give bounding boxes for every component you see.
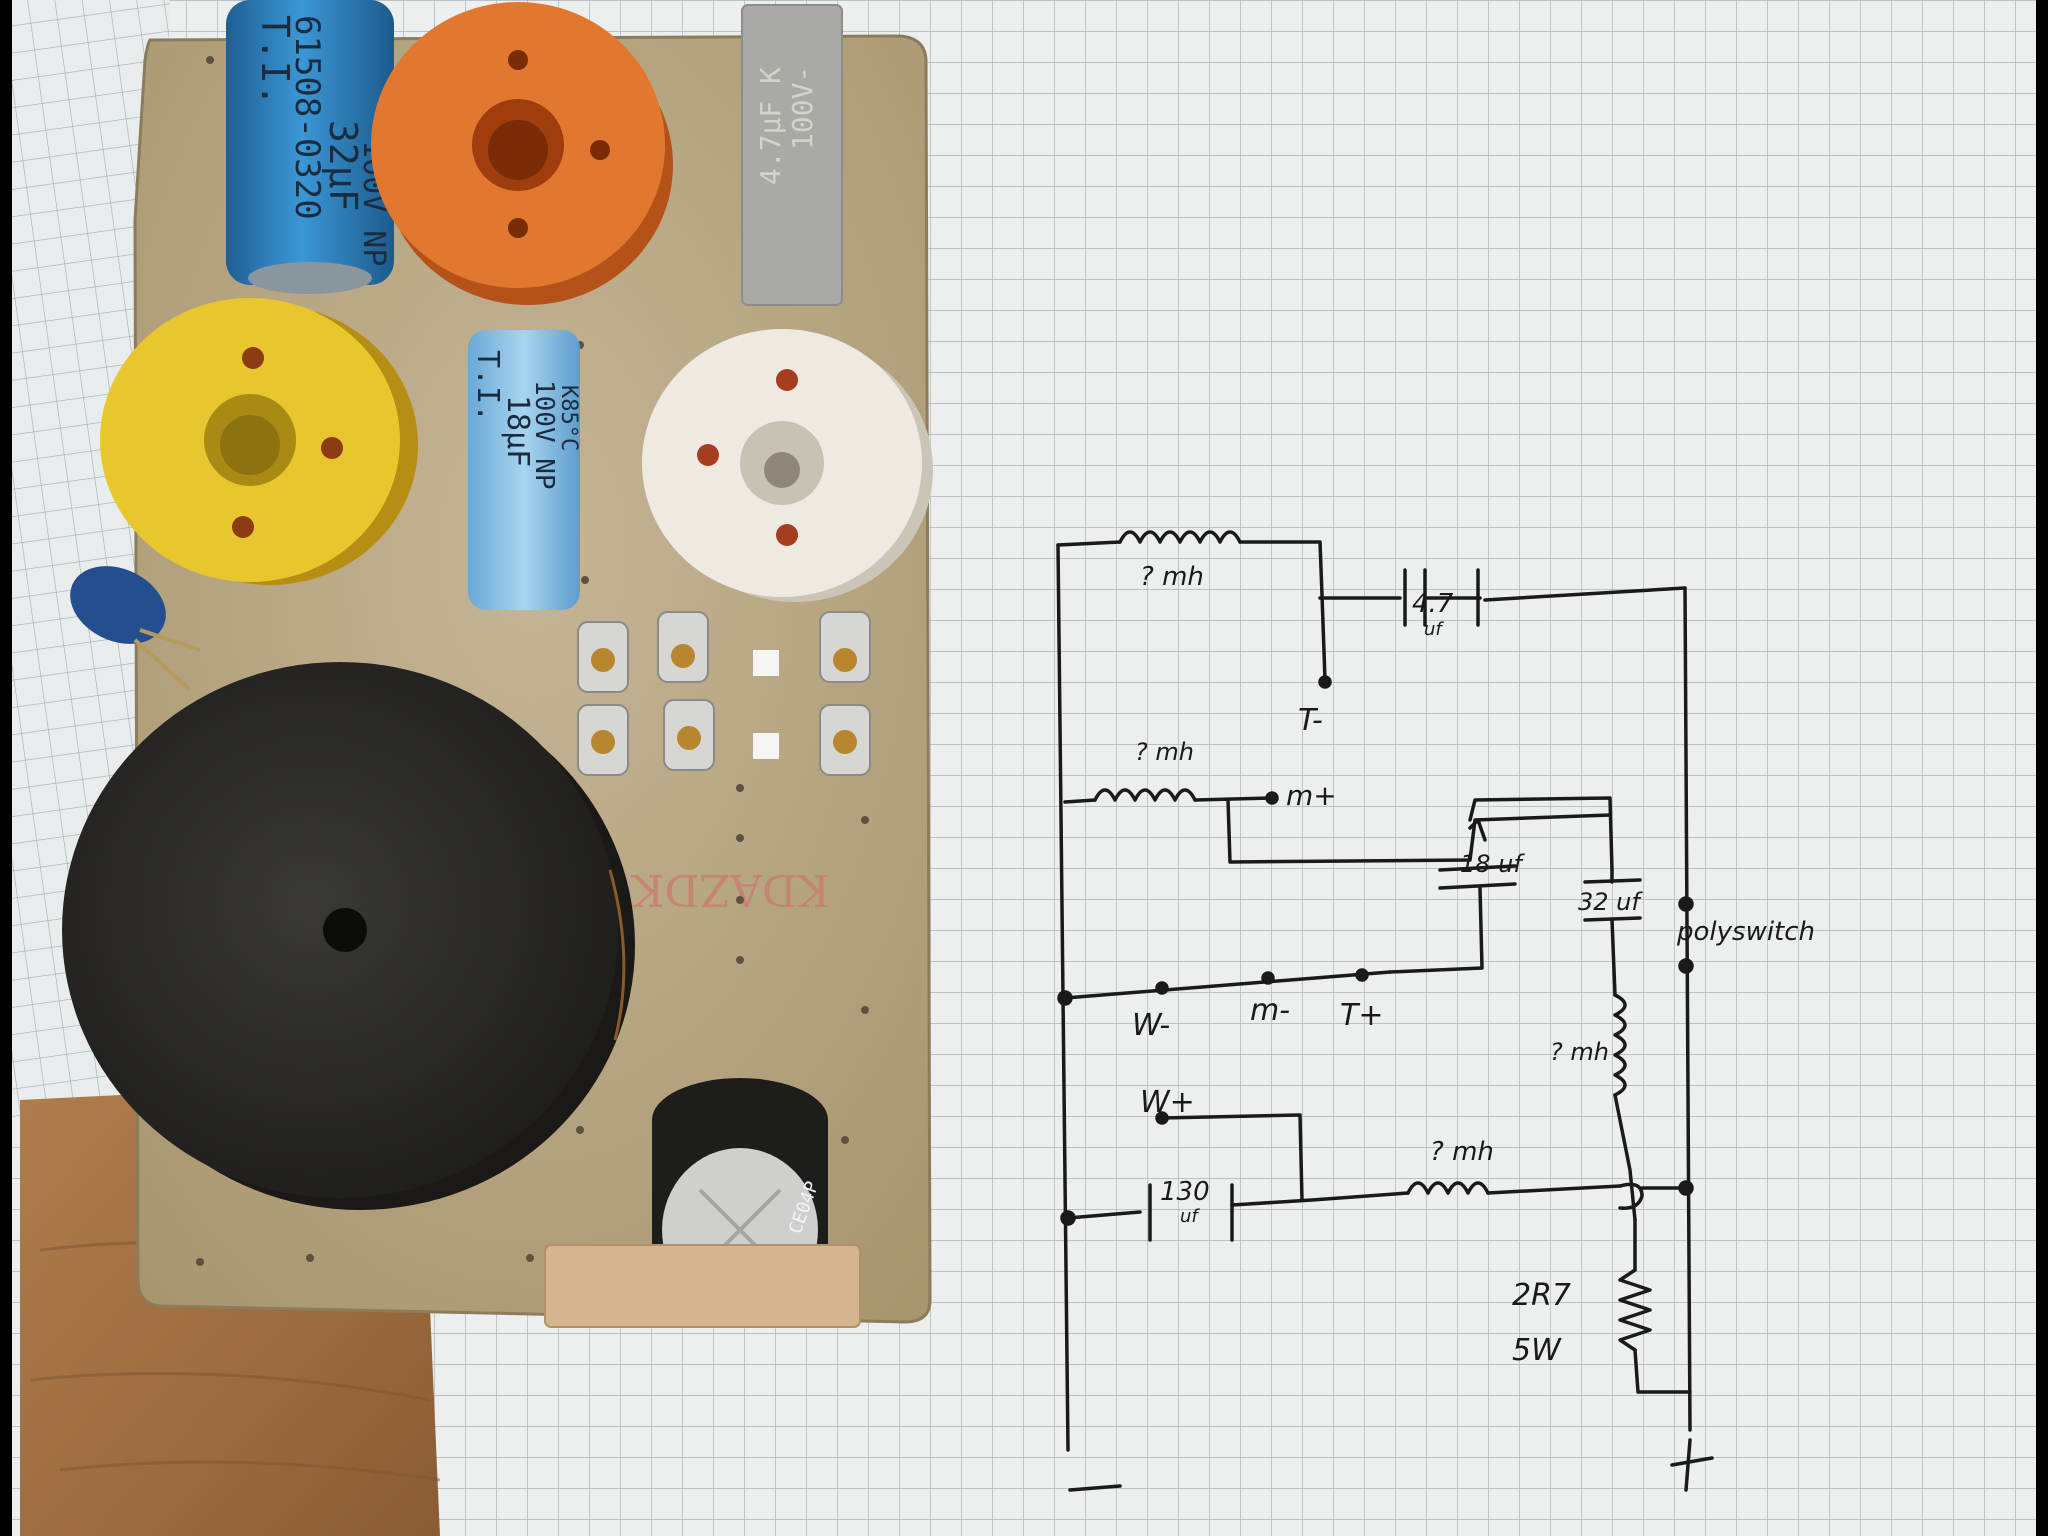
tweeter-inductor-label: ? mh [1140, 562, 1204, 592]
right-inductor-label: ? mh [1550, 1038, 1609, 1066]
t-plus-label: T+ [1340, 998, 1383, 1033]
woofer-inductor-symbol [1406, 1181, 1490, 1195]
terminal-lugs [577, 611, 871, 776]
svg-text:100V NP: 100V NP [529, 380, 559, 490]
board-slot [753, 650, 779, 676]
schematic-labels: ? mh 4.7 uf T- ? mh m+ 18 uf 32 uf polys… [1132, 562, 1815, 1368]
board-holes [196, 56, 869, 1266]
right-rail [1683, 586, 1692, 1432]
capacitor-18uf: T.I. 18μF 100V NP K85°C [468, 330, 581, 610]
tweeter-inductor-symbol [1118, 530, 1242, 544]
board-marking: KDAZDK [630, 864, 830, 915]
w-minus-label: W- [1132, 1008, 1170, 1043]
mid-inductor-label: ? mh [1135, 738, 1194, 766]
capacitor-32uf: T.I. 61508-0320 32μF 100V NP [226, 0, 394, 294]
cap-32-label: 32 uf [1578, 888, 1643, 916]
inductor-orange [371, 2, 673, 305]
polyswitch-label: polyswitch [1676, 917, 1815, 947]
tweeter-cap-label: 4.7 [1412, 589, 1454, 619]
schematic [1056, 530, 1714, 1492]
inductor-black [62, 662, 635, 1210]
svg-text:100V-: 100V- [786, 66, 819, 150]
svg-text:K85°C: K85°C [556, 385, 581, 451]
t-minus-label: T- [1298, 703, 1323, 738]
capacitor-4.7uf: 4.7μF K 100V- [741, 4, 843, 306]
tweeter-cap-unit: uf [1424, 619, 1444, 640]
mid-inductor-symbol [1093, 788, 1197, 802]
svg-text:61508-0320: 61508-0320 [287, 15, 327, 220]
board-slot [753, 733, 779, 759]
svg-text:18μF: 18μF [500, 395, 535, 467]
svg-text:T.I.: T.I. [253, 15, 297, 107]
right-inductor-symbol [1613, 993, 1627, 1097]
power-resistor [544, 1244, 861, 1328]
mid-cap-label: 18 uf [1460, 850, 1525, 878]
minus-bar [1068, 1484, 1122, 1492]
inductor-yellow [100, 298, 418, 585]
woofer-inductor-label: ? mh [1430, 1137, 1494, 1167]
right-border [2036, 0, 2048, 1536]
w-plus-label: W+ [1140, 1085, 1195, 1120]
resistor-symbol [1618, 1268, 1652, 1352]
mid-cap-symbol [1438, 864, 1517, 890]
svg-text:T.I.: T.I. [470, 350, 505, 422]
svg-text:32μF: 32μF [321, 120, 365, 212]
svg-text:4.7μF K: 4.7μF K [754, 67, 787, 185]
left-border [0, 0, 12, 1536]
m-minus-label: m- [1250, 993, 1290, 1028]
cap-130-symbol [1148, 1183, 1234, 1242]
resistor-value-label: 2R7 [1512, 1278, 1571, 1313]
resistor-power-label: 5W [1512, 1333, 1562, 1368]
cap-130-label: 130 [1160, 1177, 1210, 1207]
inductor-white [642, 329, 933, 602]
m-plus-label: m+ [1286, 779, 1337, 812]
ceramic-capacitor [70, 566, 201, 692]
cap-130-unit: uf [1180, 1206, 1200, 1227]
